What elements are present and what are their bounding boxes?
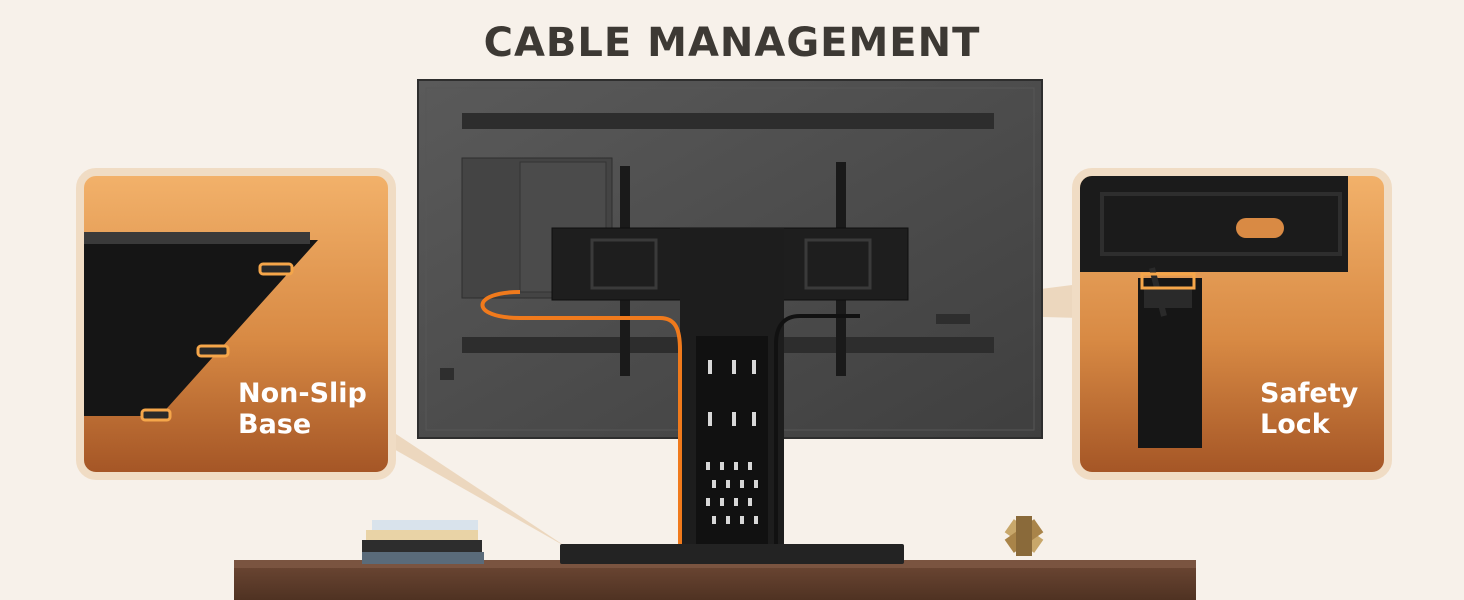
safety-lock-illustration — [1080, 176, 1348, 448]
non-slip-base-label: Non-Slip Base — [238, 378, 367, 440]
stand-base — [560, 544, 904, 564]
gold-ornament — [1004, 516, 1044, 556]
safety-lock-line2: Lock — [1260, 409, 1330, 440]
cabinet — [234, 564, 1196, 600]
non-slip-base-line2: Base — [238, 409, 312, 440]
stand-column — [680, 228, 784, 558]
black-cable — [774, 314, 860, 600]
left-callout-pointer — [380, 430, 568, 548]
non-slip-base-callout: Non-Slip Base — [76, 168, 396, 480]
top-vent — [462, 113, 994, 129]
safety-lock-label: Safety Lock — [1260, 378, 1358, 440]
non-slip-base-line1: Non-Slip — [238, 378, 367, 409]
orange-cable — [480, 290, 682, 600]
safety-lock-line1: Safety — [1260, 378, 1359, 409]
book-stack — [362, 520, 484, 564]
page-title: CABLE MANAGEMENT — [483, 20, 981, 66]
non-slip-base-illustration — [84, 232, 318, 422]
safety-lock-callout: Safety Lock — [1072, 168, 1392, 480]
